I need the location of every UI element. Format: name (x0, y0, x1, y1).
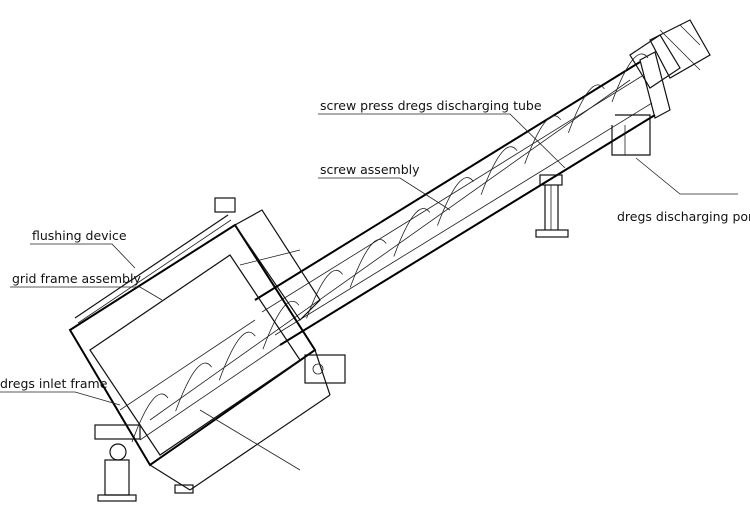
screw-flight (175, 362, 212, 412)
screw-flight (262, 300, 300, 350)
screen-hopper (68, 197, 346, 502)
screw-flight (567, 84, 605, 134)
discharging-port (611, 114, 651, 156)
tube-support-leg (535, 174, 569, 238)
label-inlet-frame: dregs inlet frame (0, 376, 108, 391)
screw-flight (480, 146, 518, 195)
screw-shaft (149, 79, 631, 421)
discharging-tube (254, 61, 656, 346)
screw-flights (131, 53, 649, 443)
label-screw-assembly: screw assembly (320, 162, 420, 177)
drive-motor (629, 19, 711, 119)
screw-flight (437, 177, 474, 226)
screw-flight (218, 331, 256, 381)
screw-flight (306, 269, 343, 319)
label-flushing-device: flushing device (32, 228, 127, 243)
screw-flight (524, 115, 562, 164)
label-grid-frame: grid frame assembly (12, 271, 141, 286)
screw-flight (611, 53, 649, 103)
leader-lines (0, 113, 738, 406)
screw-flight (349, 239, 387, 288)
label-discharging-port: dregs discharging port (617, 209, 750, 224)
screw-flight (131, 393, 169, 443)
label-discharging-tube: screw press dregs discharging tube (320, 98, 542, 113)
screw-flight (393, 208, 431, 257)
